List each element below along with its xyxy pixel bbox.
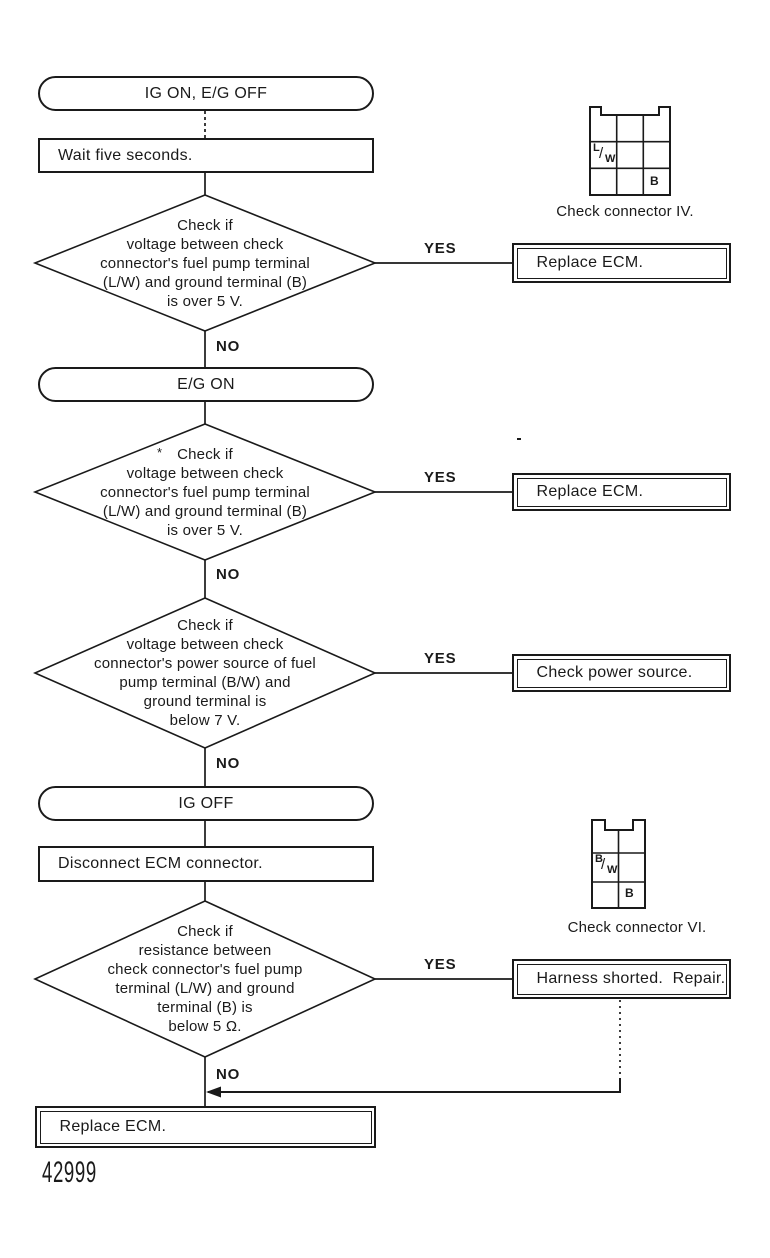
process-wait-label: Wait five seconds. — [58, 146, 193, 164]
figure-number: 42999 — [42, 1156, 97, 1189]
result-replace-ecm-2-label: Replace ECM. — [536, 483, 644, 500]
result-check-power-source: Check power source. — [512, 654, 731, 692]
result-check-power-source-label: Check power source. — [536, 664, 693, 681]
terminal-eg-on-label: E/G ON — [177, 375, 235, 393]
decision1-text: Check if voltage between check connector… — [100, 217, 310, 310]
terminal-ig-on-eg-off-label: IG ON, E/G OFF — [144, 84, 268, 102]
decision1-diamond-outline — [32, 194, 378, 332]
decision3-yes-label: YES — [424, 650, 457, 667]
connector-iv-diagram — [589, 106, 671, 196]
decision2-note-mark: * — [157, 445, 163, 460]
process-disconnect-ecm: Disconnect ECM connector. — [38, 846, 374, 882]
connector-vi-grid — [592, 830, 645, 908]
decision4-text: Check if resistance between check connec… — [107, 923, 303, 1035]
result-replace-ecm-final: Replace ECM. — [35, 1106, 376, 1148]
result-replace-ecm-final-label: Replace ECM. — [59, 1118, 167, 1135]
decision4-yes-label: YES — [424, 956, 457, 973]
connector-iv-ground-pin: B — [650, 174, 659, 188]
decision4-no-label: NO — [216, 1066, 241, 1083]
decision2-no-label: NO — [216, 566, 241, 583]
edge-harness-feedback — [208, 1078, 621, 1093]
process-wait-five-seconds: Wait five seconds. — [38, 138, 374, 173]
connector-vi-caption: Check connector VI. — [567, 919, 707, 936]
connector-iv-grid — [590, 115, 670, 195]
result-harness-shorted: Harness shorted. Repair. — [512, 959, 731, 999]
arrowhead-left-icon — [206, 1086, 221, 1098]
terminal-ig-off-label: IG OFF — [178, 794, 234, 812]
connector-iv-fuel-pump-pin: L / W — [593, 142, 616, 165]
decision4-diamond-outline — [33, 900, 377, 1058]
decision2-text: * Check if voltage between check connect… — [100, 445, 310, 539]
decision2-diamond-outline — [32, 423, 378, 561]
result-replace-ecm-2: Replace ECM. — [512, 473, 731, 511]
connector-iv-caption: Check connector IV. — [556, 203, 694, 220]
connector-iv-outline — [589, 106, 671, 196]
pin-slash: / — [601, 856, 606, 873]
scan-speck — [517, 438, 521, 440]
process-disconnect-ecm-label: Disconnect ECM connector. — [58, 855, 263, 872]
connector-vi-power-pin: B / W — [595, 853, 618, 876]
decision1-yes-label: YES — [424, 240, 457, 257]
connector-vi-ground-pin: B — [625, 886, 634, 900]
connector-vi-diagram — [591, 819, 646, 909]
decision2-yes-label: YES — [424, 469, 457, 486]
connector-vi-outline — [591, 819, 646, 909]
result-replace-ecm-1-label: Replace ECM. — [536, 254, 644, 271]
decision3-diamond-outline — [33, 597, 377, 749]
decision3-no-label: NO — [216, 755, 241, 772]
decision3-text: Check if voltage between check connector… — [94, 617, 316, 729]
decision1-no-label: NO — [216, 338, 241, 355]
result-replace-ecm-1: Replace ECM. — [512, 243, 731, 283]
pin-slash: / — [599, 145, 604, 162]
terminal-ig-off: IG OFF — [38, 786, 374, 821]
result-harness-shorted-label: Harness shorted. Repair. — [536, 970, 726, 987]
terminal-ig-on-eg-off: IG ON, E/G OFF — [38, 76, 374, 111]
terminal-eg-on: E/G ON — [38, 367, 374, 402]
